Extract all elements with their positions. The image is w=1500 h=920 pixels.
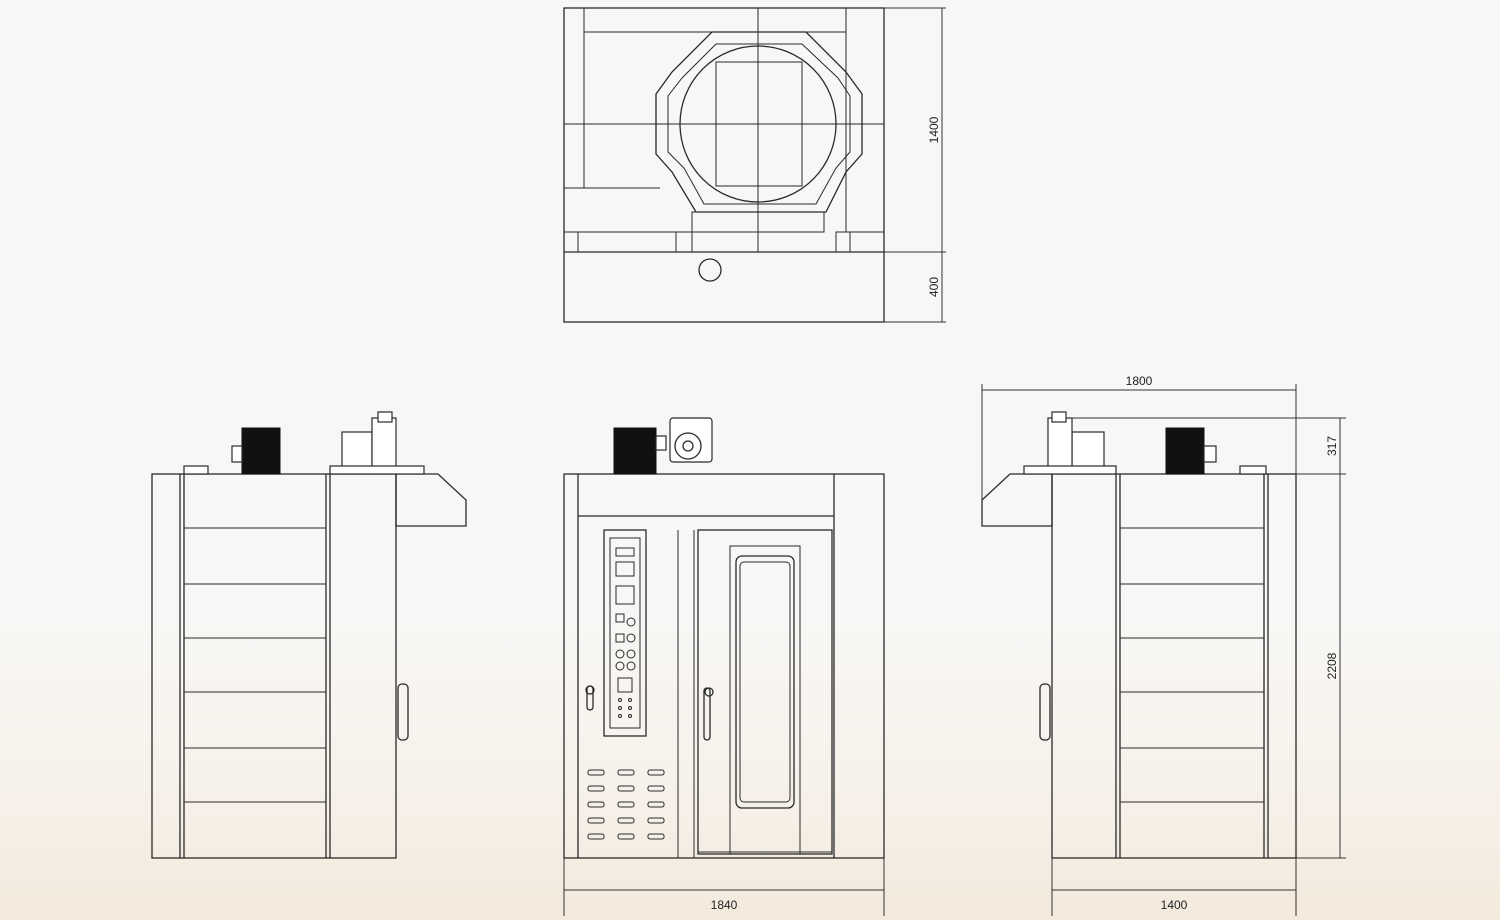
plan-view: 1400 400 [563,7,946,323]
right-side-view: 1800 317 2208 1400 [981,374,1346,916]
dim-plan-depth: 1400 [927,116,941,143]
dim-top-equipment-height: 317 [1325,436,1339,456]
motor-icon [1165,427,1205,475]
vent-grille [587,769,665,840]
motor-icon [241,427,281,475]
dim-side-top-width: 1800 [1126,374,1153,388]
dim-front-width: 1840 [711,898,738,912]
front-view: 1840 [563,417,885,916]
dim-side-width: 1400 [1161,898,1188,912]
motor-icon [613,427,657,475]
left-side-view [151,411,467,859]
fan-icon [674,432,702,460]
dim-plan-base: 400 [927,277,941,297]
dim-body-height: 2208 [1325,652,1339,679]
